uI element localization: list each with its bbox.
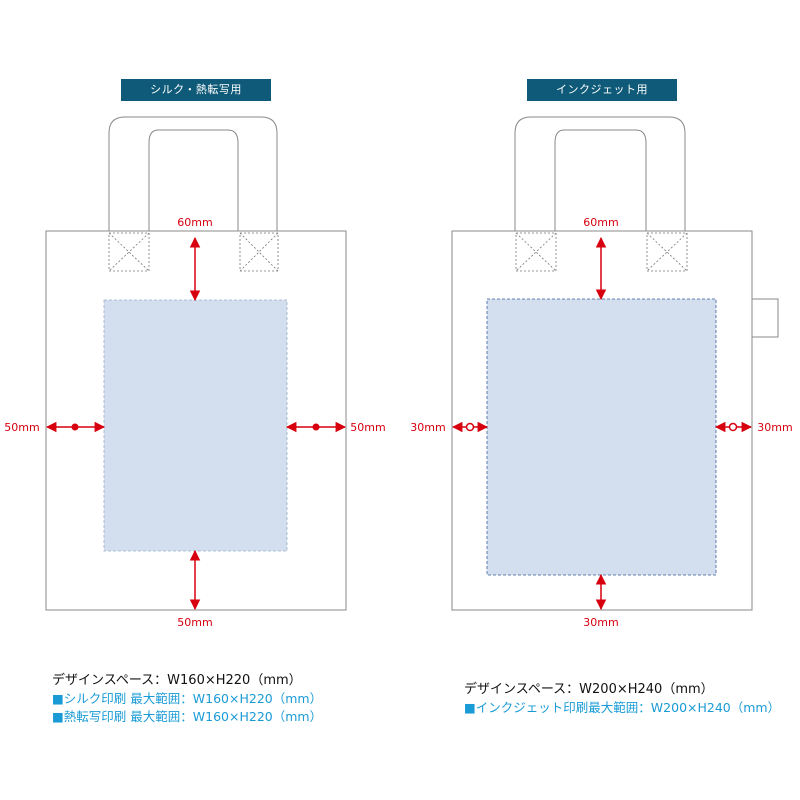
right-dim-right-label: 30mm — [757, 421, 792, 434]
right-dim-left-dot — [465, 422, 475, 432]
right-dim-left-label: 30mm — [410, 421, 445, 434]
right-tag: インクジェット用 — [527, 79, 677, 101]
right-spec-sub-1: ■インクジェット印刷最大範囲：W200×H240（mm） — [464, 700, 781, 715]
right-dim-top-label: 60mm — [583, 216, 618, 229]
left-dim-left-dot — [71, 423, 79, 431]
left-spec-sub-1: ■シルク印刷 最大範囲：W160×H220（mm） — [52, 691, 323, 706]
right-bag-stitch-right — [646, 232, 688, 272]
left-bag-handle-outer — [108, 116, 278, 232]
left-spec-main: デザインスペース：W160×H220（mm） — [52, 673, 302, 688]
left-bag: 60mm 50mm 50mm 50mm — [4, 116, 386, 629]
left-dim-bottom-label: 50mm — [177, 616, 212, 629]
right-bag-handle-inner — [554, 129, 647, 232]
left-spec: デザインスペース：W160×H220（mm） ■シルク印刷 最大範囲：W160×… — [52, 672, 322, 726]
right-spec: デザインスペース：W200×H240（mm） ■インクジェット印刷最大範囲：W2… — [464, 681, 780, 717]
left-dim-right-dot — [312, 423, 320, 431]
left-dim-top-label: 60mm — [177, 216, 212, 229]
left-dim-right-label: 50mm — [350, 421, 385, 434]
left-spec-sub-2: ■熱転写印刷 最大範囲：W160×H220（mm） — [52, 709, 323, 724]
right-dim-bottom-label: 30mm — [583, 616, 618, 629]
left-tag: シルク・熱転写用 — [121, 79, 271, 101]
right-bag: 60mm 30mm 30mm 30mm — [410, 116, 793, 629]
right-dim-right-dot — [728, 422, 738, 432]
left-bag-stitch-left — [108, 232, 150, 272]
right-bag-stitch-left — [515, 232, 557, 272]
right-bag-handle-outer — [514, 116, 686, 232]
left-dim-left-label: 50mm — [4, 421, 39, 434]
left-print-area — [103, 299, 288, 552]
left-bag-handle-inner — [148, 129, 239, 232]
left-bag-stitch-right — [239, 232, 279, 272]
right-bag-side-tab — [751, 298, 779, 338]
right-print-area — [486, 298, 717, 576]
right-spec-main: デザインスペース：W200×H240（mm） — [464, 682, 714, 697]
